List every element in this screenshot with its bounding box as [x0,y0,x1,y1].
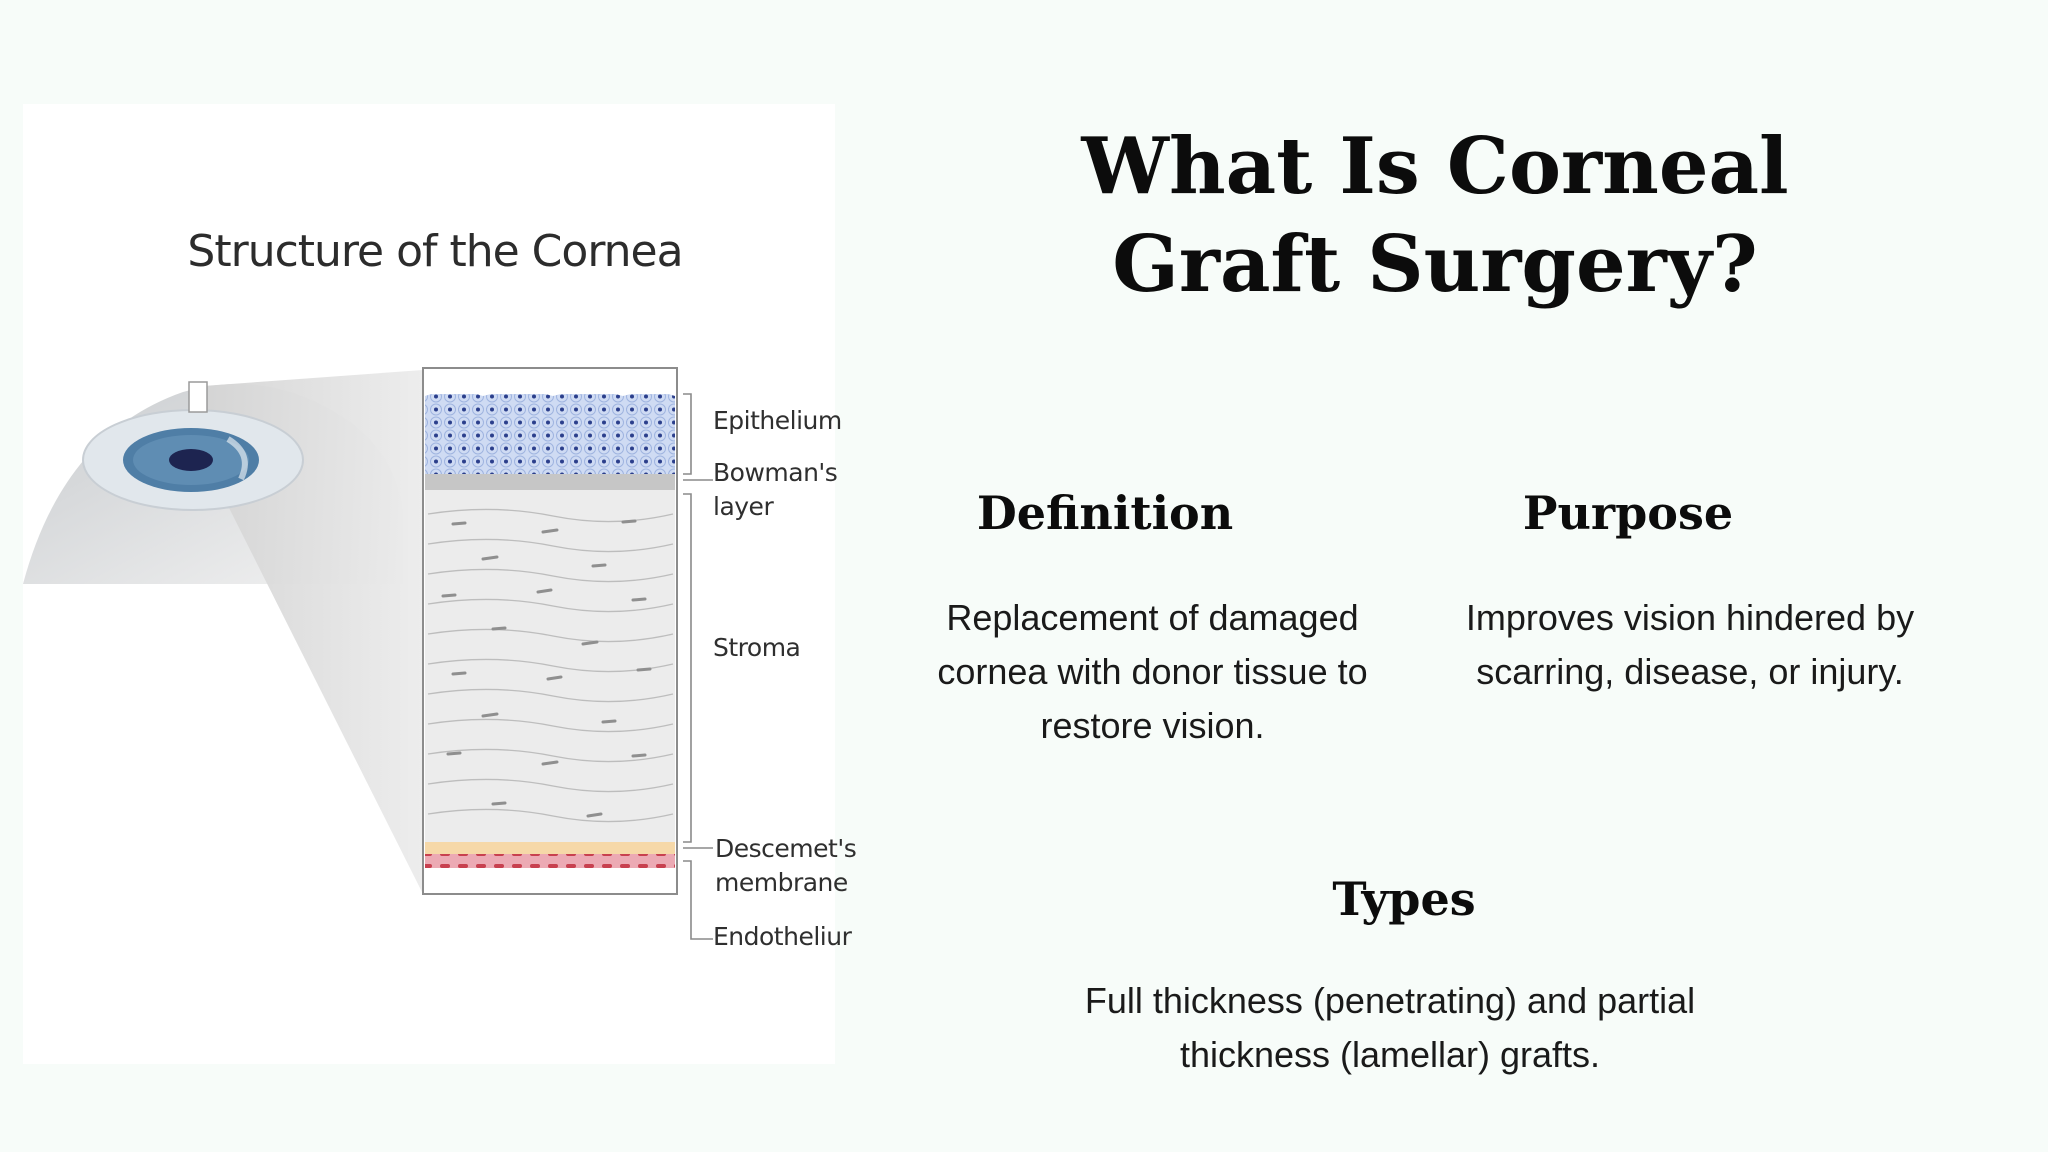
epithelium-bracket [683,393,692,475]
label-bowmans-1: Bowman's [713,458,838,487]
sample-box [188,381,208,413]
purpose-heading: Purpose [1522,486,1734,540]
endothelium-layer [425,854,675,868]
label-bowmans-2: layer [713,492,774,521]
cornea-diagram [23,367,713,940]
types-heading: Types [1332,872,1476,926]
pupil [169,449,213,471]
types-text: Full thickness (penetrating) and partial… [1084,980,1696,1075]
label-epithelium: Epithelium [713,406,842,435]
epithelium-layer [425,394,675,474]
label-stroma: Stroma [713,633,801,662]
label-endothelium: Endotheliur [713,922,852,951]
purpose-text: Improves vision hindered by scarring, di… [1465,597,1915,692]
descemets-layer [425,842,675,854]
endothelium-bracket [683,860,713,940]
cornea-figure: Structure of the Cornea Epithelium Bowma… [23,104,857,1064]
label-descemets-1: Descemet's [715,834,857,863]
definition-heading: Definition [976,486,1234,540]
figure-title: Structure of the Cornea [187,226,683,277]
bowmans-layer [425,474,675,490]
slide-title: What Is Corneal Graft Surgery? [1081,121,1789,310]
definition-text: Replacement of damaged cornea with donor… [937,597,1368,746]
label-descemets-2: membrane [715,868,848,897]
stroma-bracket [683,493,692,843]
